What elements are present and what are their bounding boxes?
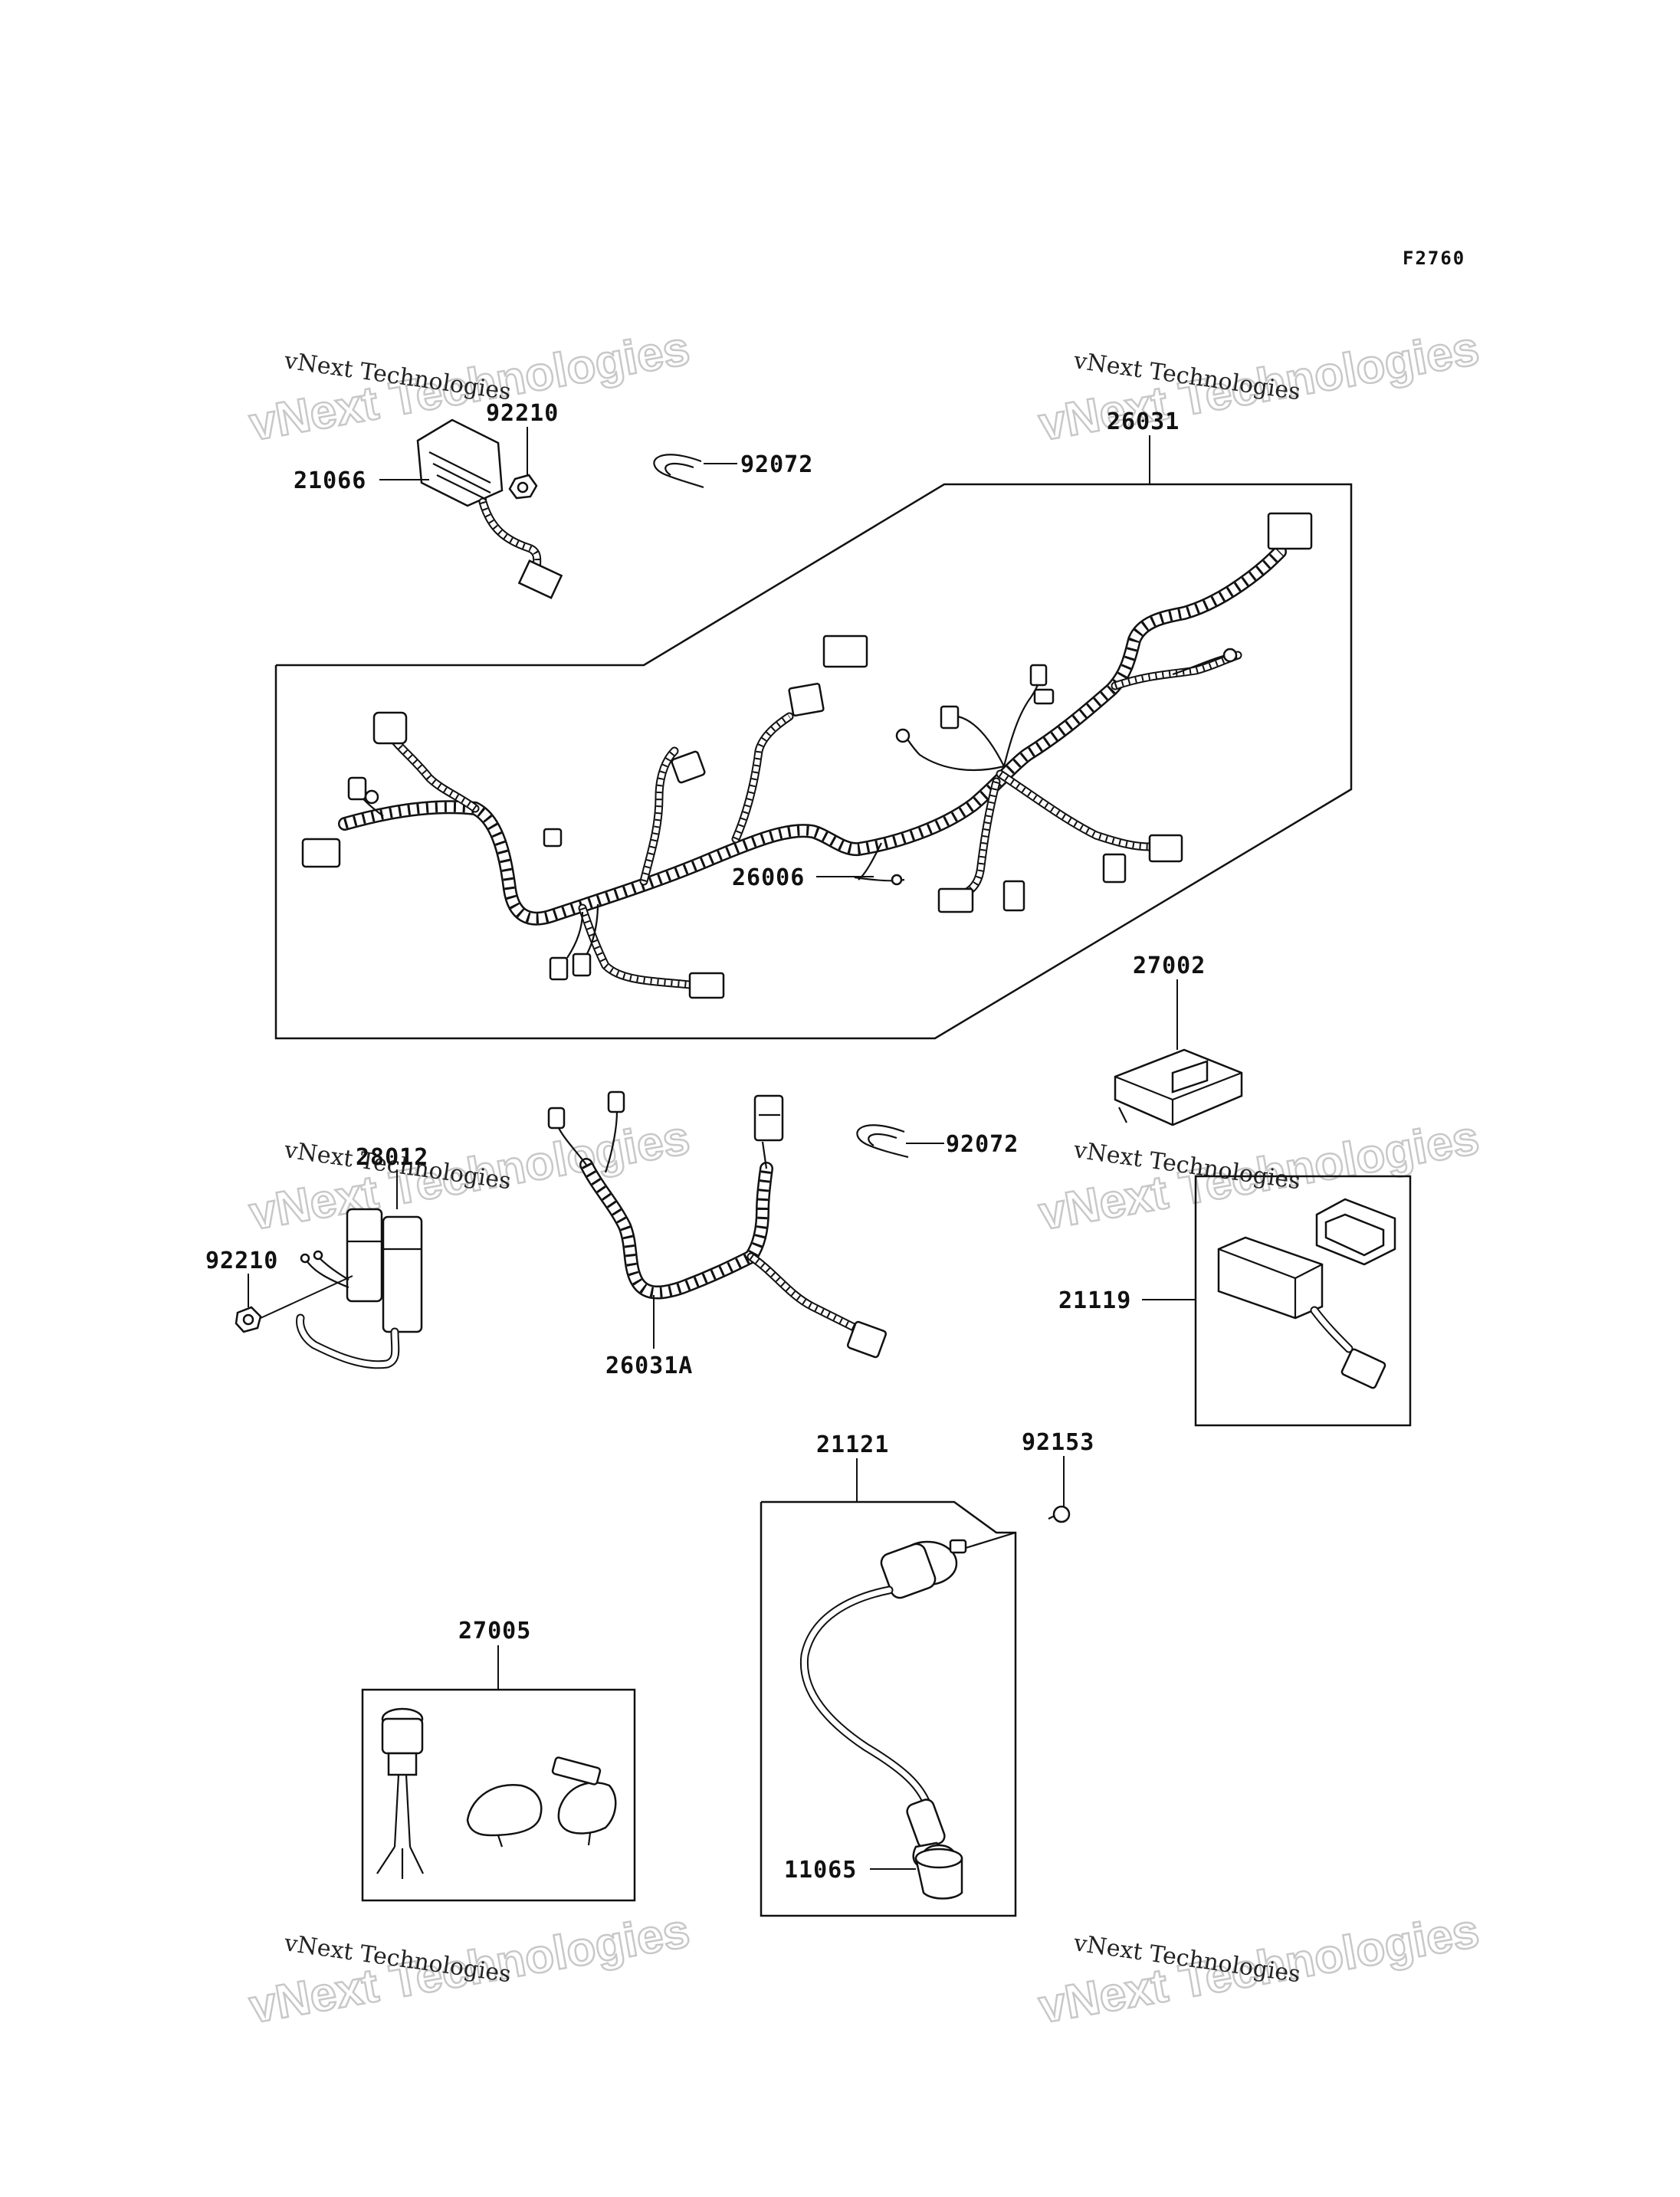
label-92153: 92153 [1022,1429,1094,1456]
watermark-top-right: vNext Technologies vNext Technologies [1034,321,1484,452]
screw-part-92153[interactable] [1048,1505,1071,1523]
ignition-coil-21121[interactable] [799,1531,1016,1868]
label-27005: 27005 [458,1618,531,1644]
band-part-mid[interactable] [856,1124,909,1159]
label-26031A: 26031A [605,1353,693,1379]
label-27002: 27002 [1133,953,1206,979]
label-21119: 21119 [1058,1287,1131,1314]
label-92072-top: 92072 [740,451,813,478]
main-harness[interactable] [301,512,1313,999]
watermark-bottom-left: vNext Technologies vNext Technologies [244,1904,694,2035]
label-11065: 11065 [784,1857,857,1884]
label-92210-mid: 92210 [205,1248,278,1274]
figure-code: F2760 [1403,248,1465,269]
regulator-part[interactable] [416,418,563,599]
label-26006: 26006 [732,864,805,891]
watermark-bottom-right: vNext Technologies vNext Technologies [1034,1904,1484,2035]
unit-part-28012[interactable] [296,1208,423,1369]
sub-harness-26031A[interactable] [547,1090,888,1359]
switch-part-27005[interactable] [376,1707,617,1879]
unit-part-21119[interactable] [1217,1198,1396,1389]
label-21066: 21066 [294,467,366,494]
label-28012: 28012 [356,1144,428,1171]
nut-part-mid[interactable] [235,1306,262,1333]
harness-sub-26006[interactable] [854,874,905,886]
band-part-top[interactable] [653,454,704,489]
label-92072-mid: 92072 [946,1131,1019,1158]
label-26031: 26031 [1107,408,1180,435]
cap-part-11065[interactable] [914,1844,963,1900]
label-92210-top: 92210 [486,400,559,427]
relay-part-27002[interactable] [1114,1048,1243,1126]
label-21121: 21121 [816,1431,889,1458]
nut-part-top[interactable] [508,474,538,500]
